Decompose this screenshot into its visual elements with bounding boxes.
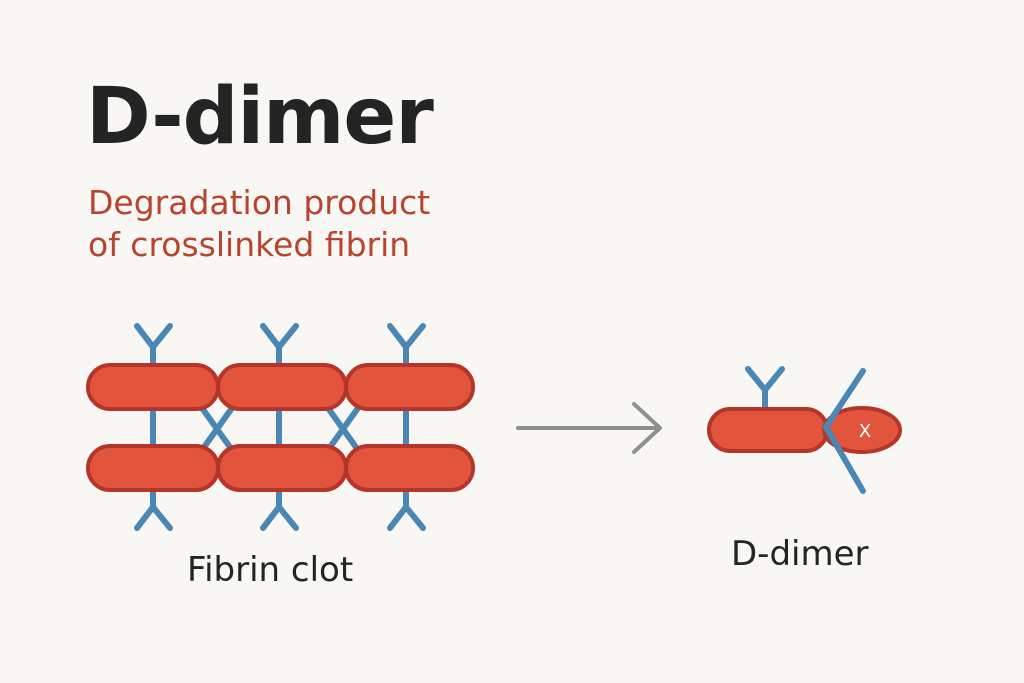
bottom-strands bbox=[134, 487, 426, 531]
crosslinks bbox=[199, 405, 361, 453]
arrow-icon bbox=[516, 402, 662, 454]
fibrin-unit bbox=[86, 363, 220, 411]
fibrin-row-top bbox=[86, 363, 475, 411]
fibrin-clot-illustration bbox=[86, 323, 475, 531]
subtitle-line-2: of crosslinked fibrin bbox=[88, 225, 411, 265]
page-title: D-dimer bbox=[86, 72, 434, 162]
d-dimer-strand bbox=[745, 366, 785, 412]
fibrin-row-bottom bbox=[86, 444, 475, 492]
crosslink-strand bbox=[823, 368, 866, 494]
fibrin-unit bbox=[344, 363, 475, 411]
fibrin-unit bbox=[216, 363, 348, 411]
fibrin-clot-label: Fibrin clot bbox=[187, 550, 354, 590]
d-dimer-label: D-dimer bbox=[731, 534, 869, 574]
d-domain-right bbox=[822, 406, 902, 454]
top-strand-1 bbox=[134, 323, 173, 365]
crosslink-mark: X bbox=[859, 421, 871, 442]
top-strands bbox=[134, 323, 426, 365]
d-dimer-illustration: X bbox=[707, 366, 902, 494]
fibrin-unit bbox=[86, 444, 220, 492]
subtitle: Degradation product of crosslinked fibri… bbox=[88, 182, 430, 266]
top-strand-3 bbox=[387, 323, 426, 365]
bottom-strand-2 bbox=[260, 487, 299, 531]
d-domain-left bbox=[707, 407, 829, 453]
bottom-strand-3 bbox=[387, 487, 426, 531]
subtitle-line-1: Degradation product bbox=[88, 183, 431, 222]
fibrin-unit bbox=[344, 444, 475, 492]
bottom-strand-1 bbox=[134, 487, 173, 531]
fibrin-unit bbox=[216, 444, 348, 492]
top-strand-2 bbox=[260, 323, 299, 365]
